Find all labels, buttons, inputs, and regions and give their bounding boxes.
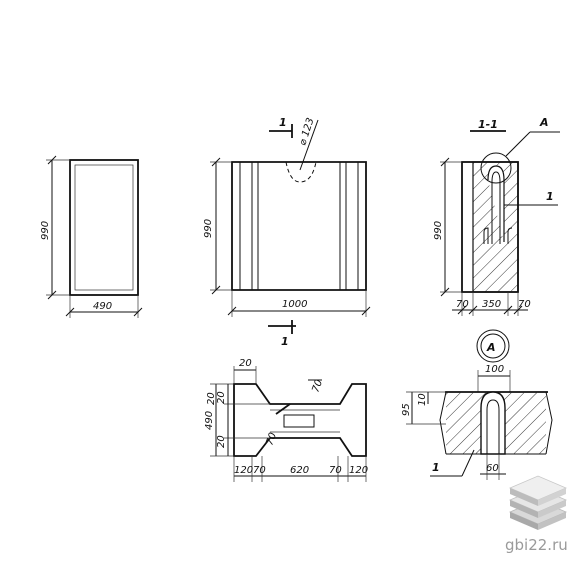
plan-view: 70 20 70 490 20 20 20 120 70 620 70 120 — [204, 358, 368, 482]
section-right-label: 70 — [518, 299, 531, 310]
section-view: 1-1 A 1 990 70 350 70 — [433, 116, 560, 316]
plan-left-mid-20: 20 — [206, 392, 217, 405]
callout-a-label: A — [539, 116, 549, 129]
plan-top-left-20: 20 — [239, 358, 252, 369]
plan-bottom-70b: 70 — [329, 465, 342, 476]
plan-inner-70: 70 — [264, 431, 279, 447]
side-height-label: 990 — [203, 219, 214, 238]
section-mid-label: 350 — [482, 299, 501, 310]
detail-width-100: 100 — [485, 364, 504, 375]
plan-left-bottom-20: 20 — [216, 435, 227, 448]
side-width-label: 1000 — [282, 299, 307, 310]
detail-height-95: 95 — [401, 403, 412, 416]
detail-a-label: A — [486, 341, 496, 354]
side-view: ⌀ 123 1 1 990 1000 — [203, 116, 371, 348]
watermark-logo-icon — [508, 475, 568, 530]
front-width-label: 490 — [93, 301, 112, 312]
detail-height-10: 10 — [417, 393, 428, 406]
cut-mark-top: 1 — [279, 116, 287, 129]
detail-part-mark: 1 — [432, 461, 440, 474]
section-part-mark: 1 — [546, 190, 554, 203]
section-height-label: 990 — [433, 221, 444, 240]
front-height-label: 990 — [40, 221, 51, 240]
plan-bottom-120a: 120 — [234, 465, 253, 476]
cut-mark-bottom: 1 — [281, 335, 289, 348]
plan-bottom-70a: 70 — [253, 465, 266, 476]
detail-width-60: 60 — [486, 463, 499, 474]
section-title: 1-1 — [478, 118, 498, 131]
detail-a-view: A 100 95 10 60 1 — [401, 329, 553, 480]
watermark-text: gbi22.ru — [505, 536, 568, 554]
front-view: 990 490 — [40, 155, 143, 318]
plan-bottom-120b: 120 — [349, 465, 368, 476]
plan-bottom-620: 620 — [290, 465, 309, 476]
plan-top-right-70: 70 — [310, 378, 325, 394]
plan-height-label: 490 — [204, 411, 215, 430]
plan-left-top-20: 20 — [216, 391, 227, 404]
section-left-label: 70 — [456, 299, 469, 310]
